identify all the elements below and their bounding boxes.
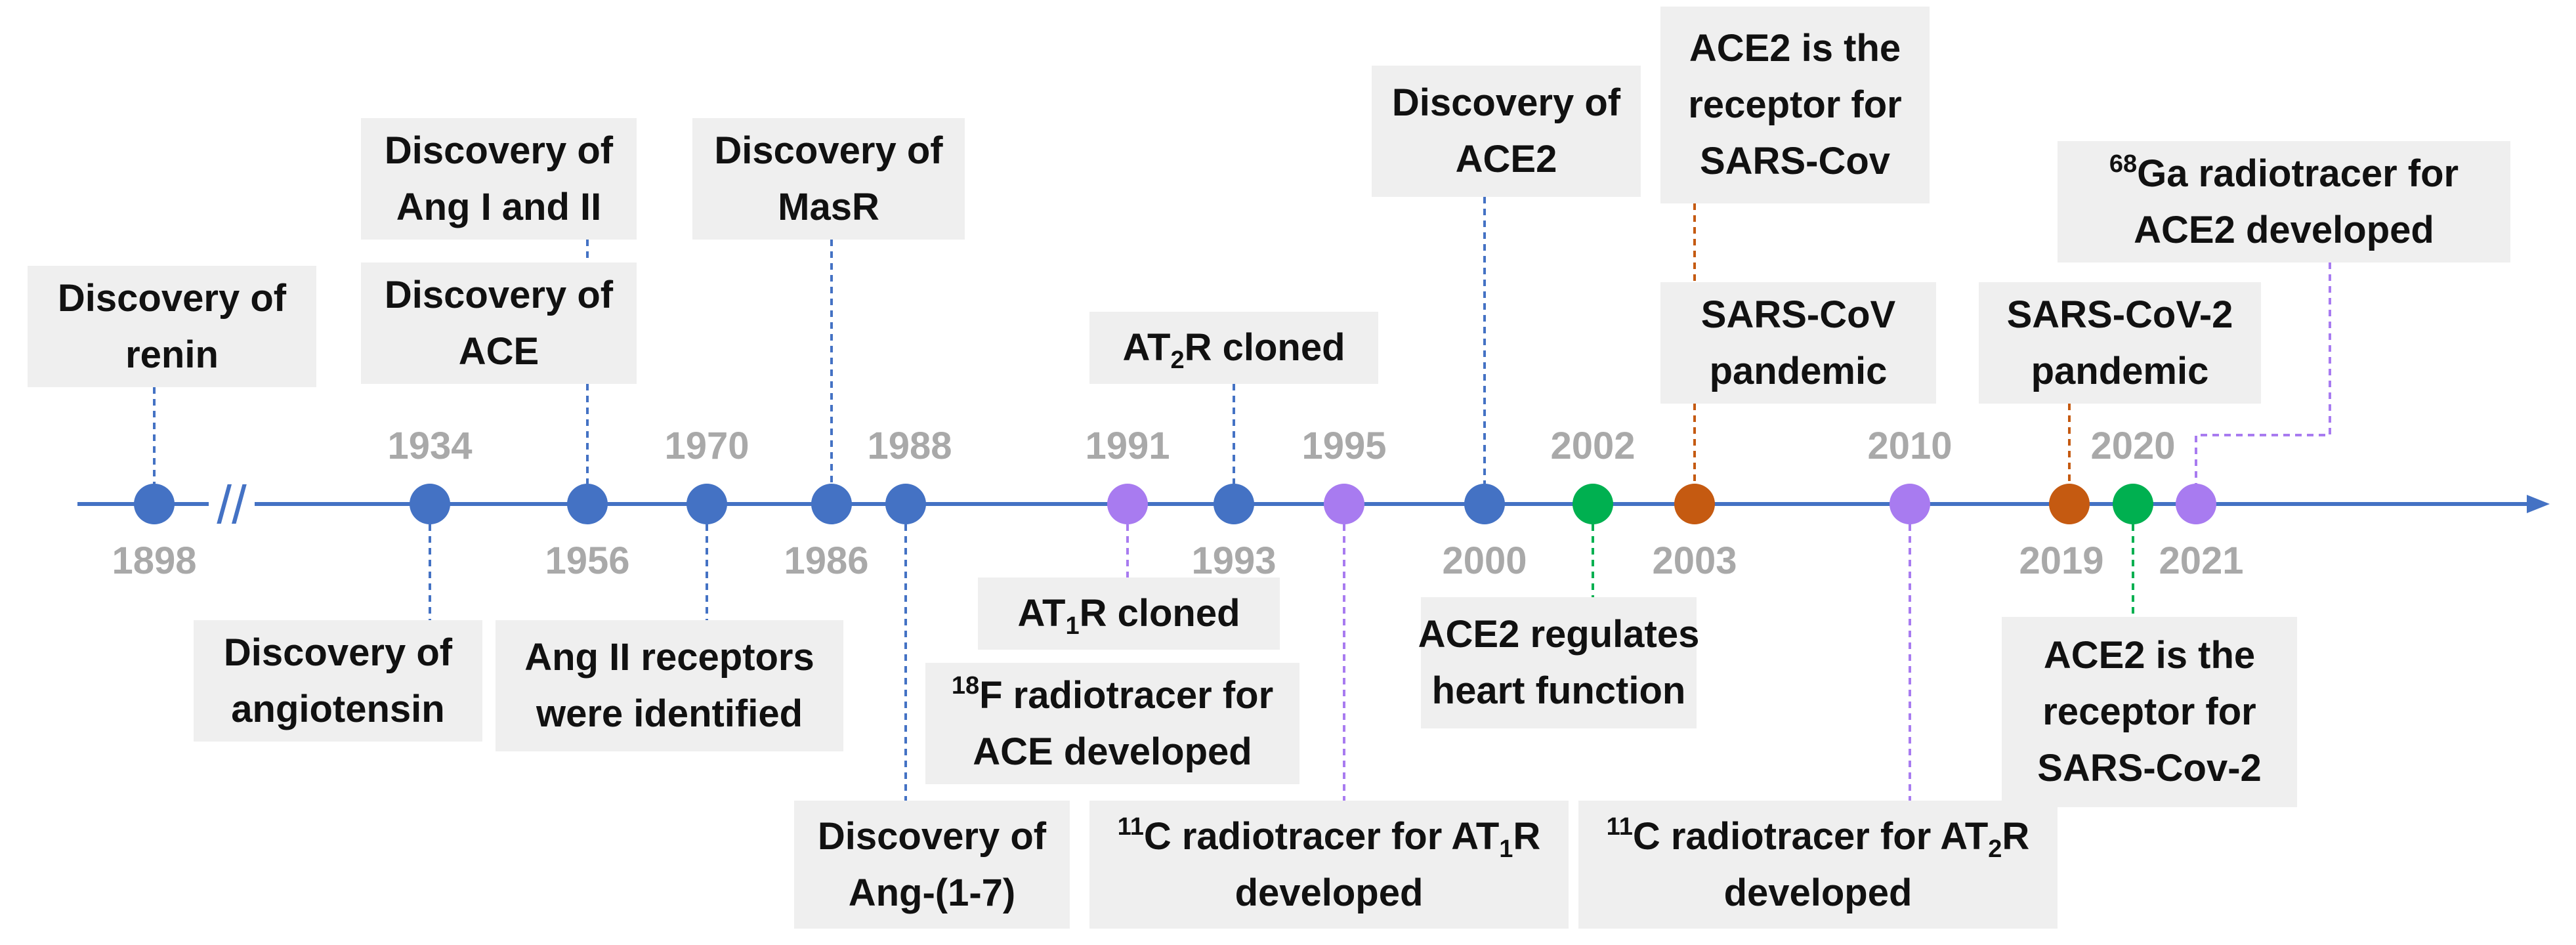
year-label-1986: 1986 <box>784 539 869 582</box>
event-text-line: MasR <box>778 185 879 228</box>
year-label-1898: 1898 <box>112 539 197 582</box>
event-text-line: Discovery of <box>714 129 943 172</box>
event-box-2003: SARS-CoV pandemic <box>1660 282 1936 404</box>
event-box-2000: Discovery of ACE2 <box>1372 66 1641 197</box>
event-text-line: pandemic <box>1709 349 1888 392</box>
timeline-dot-1970 <box>686 484 727 524</box>
event-box-2002: ACE2 regulates heart function <box>1418 597 1700 728</box>
event-text-line: ACE2 developed <box>2134 208 2434 251</box>
event-text-line: Ang I and II <box>396 185 602 228</box>
timeline-dot-2019 <box>2049 484 2090 524</box>
year-label-1956: 1956 <box>545 539 630 582</box>
event-box-1898: Discovery of renin <box>28 266 316 387</box>
event-text-line: pandemic <box>2031 349 2209 392</box>
event-text-line: heart function <box>1431 669 1686 712</box>
event-box-1995: 11C radiotracer for AT1R developed <box>1089 801 1569 929</box>
year-label-1993: 1993 <box>1191 539 1277 582</box>
event-text-line: ACE2 <box>1455 138 1557 180</box>
timeline-dot-1956 <box>567 484 608 524</box>
event-text-line: SARS-CoV-2 <box>2006 293 2233 336</box>
event-text-line: developed <box>1235 871 1424 914</box>
event-text-line: 18F radiotracer for <box>951 671 1274 717</box>
event-text-line: Ang II receptors <box>524 636 814 679</box>
year-label-2000: 2000 <box>1442 539 1527 582</box>
timeline-dot-1995 <box>1324 484 1364 524</box>
event-text-line: 68Ga radiotracer for <box>2109 150 2459 195</box>
event-text-line: AT1R cloned <box>1017 592 1240 640</box>
event-text-line: Discovery of <box>817 814 1047 858</box>
event-text-line: Discovery of <box>1391 81 1621 124</box>
year-label-2010: 2010 <box>1867 425 1953 467</box>
timeline-dot-1993 <box>1214 484 1254 524</box>
axis-break-marker: // <box>217 475 247 535</box>
timeline-dot-2003 <box>1674 484 1715 524</box>
event-text-line: angiotensin <box>231 687 445 730</box>
year-label-2003: 2003 <box>1652 539 1737 582</box>
timeline-dot-2000 <box>1464 484 1505 524</box>
event-text-line: Discovery of <box>384 273 614 316</box>
event-text-line: ACE2 regulates <box>1418 613 1700 656</box>
timeline-dot-1991 <box>1107 484 1148 524</box>
event-box-1956: Discovery of Ang I and II <box>361 118 637 240</box>
year-label-1934: 1934 <box>387 425 473 467</box>
event-text-line: Ang-(1-7) <box>848 871 1016 914</box>
event-text-line: SARS-Cov-2 <box>2037 747 2262 789</box>
timeline-dot-1986 <box>811 484 852 524</box>
event-box-2010: 11C radiotracer for AT2R developed <box>1578 801 2058 929</box>
event-box-1986: Discovery of MasR <box>692 118 965 240</box>
event-text-line: Discovery of <box>57 276 287 320</box>
event-text-line: 11C radiotracer for AT2R <box>1606 812 2030 863</box>
event-box-1988: Discovery of Ang-(1-7) <box>794 801 1070 929</box>
year-label-1970: 1970 <box>664 425 750 467</box>
event-text-line: ACE2 is the <box>2043 634 2256 677</box>
event-text-line: AT2R cloned <box>1122 326 1345 374</box>
year-label-1995: 1995 <box>1301 425 1387 467</box>
event-text-line: developed <box>1723 871 1912 914</box>
event-text-line: were identified <box>536 692 803 735</box>
event-text-line: ACE2 is the <box>1689 27 1901 70</box>
event-text-line: SARS-Cov <box>1699 140 1891 182</box>
event-box-1934: Discovery of angiotensin <box>194 620 482 742</box>
connector-line <box>2195 262 2331 484</box>
event-text-line: receptor for <box>1688 83 1902 126</box>
year-label-1991: 1991 <box>1085 425 1170 467</box>
timeline-dot-1988 <box>885 484 926 524</box>
event-box-1993: AT2R cloned <box>1089 312 1378 384</box>
year-label-2019: 2019 <box>2019 539 2104 582</box>
event-box-1956: Discovery of ACE <box>361 262 637 384</box>
event-text-line: renin <box>125 333 219 376</box>
timeline-dot-2020 <box>2113 484 2153 524</box>
event-text-line: Discovery of <box>384 129 614 172</box>
event-text-line: Discovery of <box>223 631 453 674</box>
event-text-line: receptor for <box>2042 690 2256 733</box>
timeline-dot-2002 <box>1573 484 1613 524</box>
year-label-2002: 2002 <box>1550 425 1636 467</box>
event-text-line: SARS-CoV <box>1700 293 1896 336</box>
year-label-1988: 1988 <box>867 425 952 467</box>
timeline-dot-2010 <box>1890 484 1930 524</box>
event-text-line: ACE developed <box>973 730 1252 773</box>
event-text-line: ACE <box>458 329 539 373</box>
event-text-line: 11C radiotracer for AT1R <box>1117 812 1541 863</box>
event-box-1991: AT1R cloned <box>978 578 1280 650</box>
axis-arrowhead <box>2527 495 2550 513</box>
timeline-dot-1934 <box>410 484 450 524</box>
event-box-2019: SARS-CoV-2 pandemic <box>1979 282 2261 404</box>
event-box-1970: Ang II receptors were identified <box>496 620 843 751</box>
timeline-dot-1898 <box>134 484 175 524</box>
year-label-2020: 2020 <box>2090 425 2176 467</box>
timeline-dot-2021 <box>2176 484 2216 524</box>
year-label-2021: 2021 <box>2159 539 2244 582</box>
